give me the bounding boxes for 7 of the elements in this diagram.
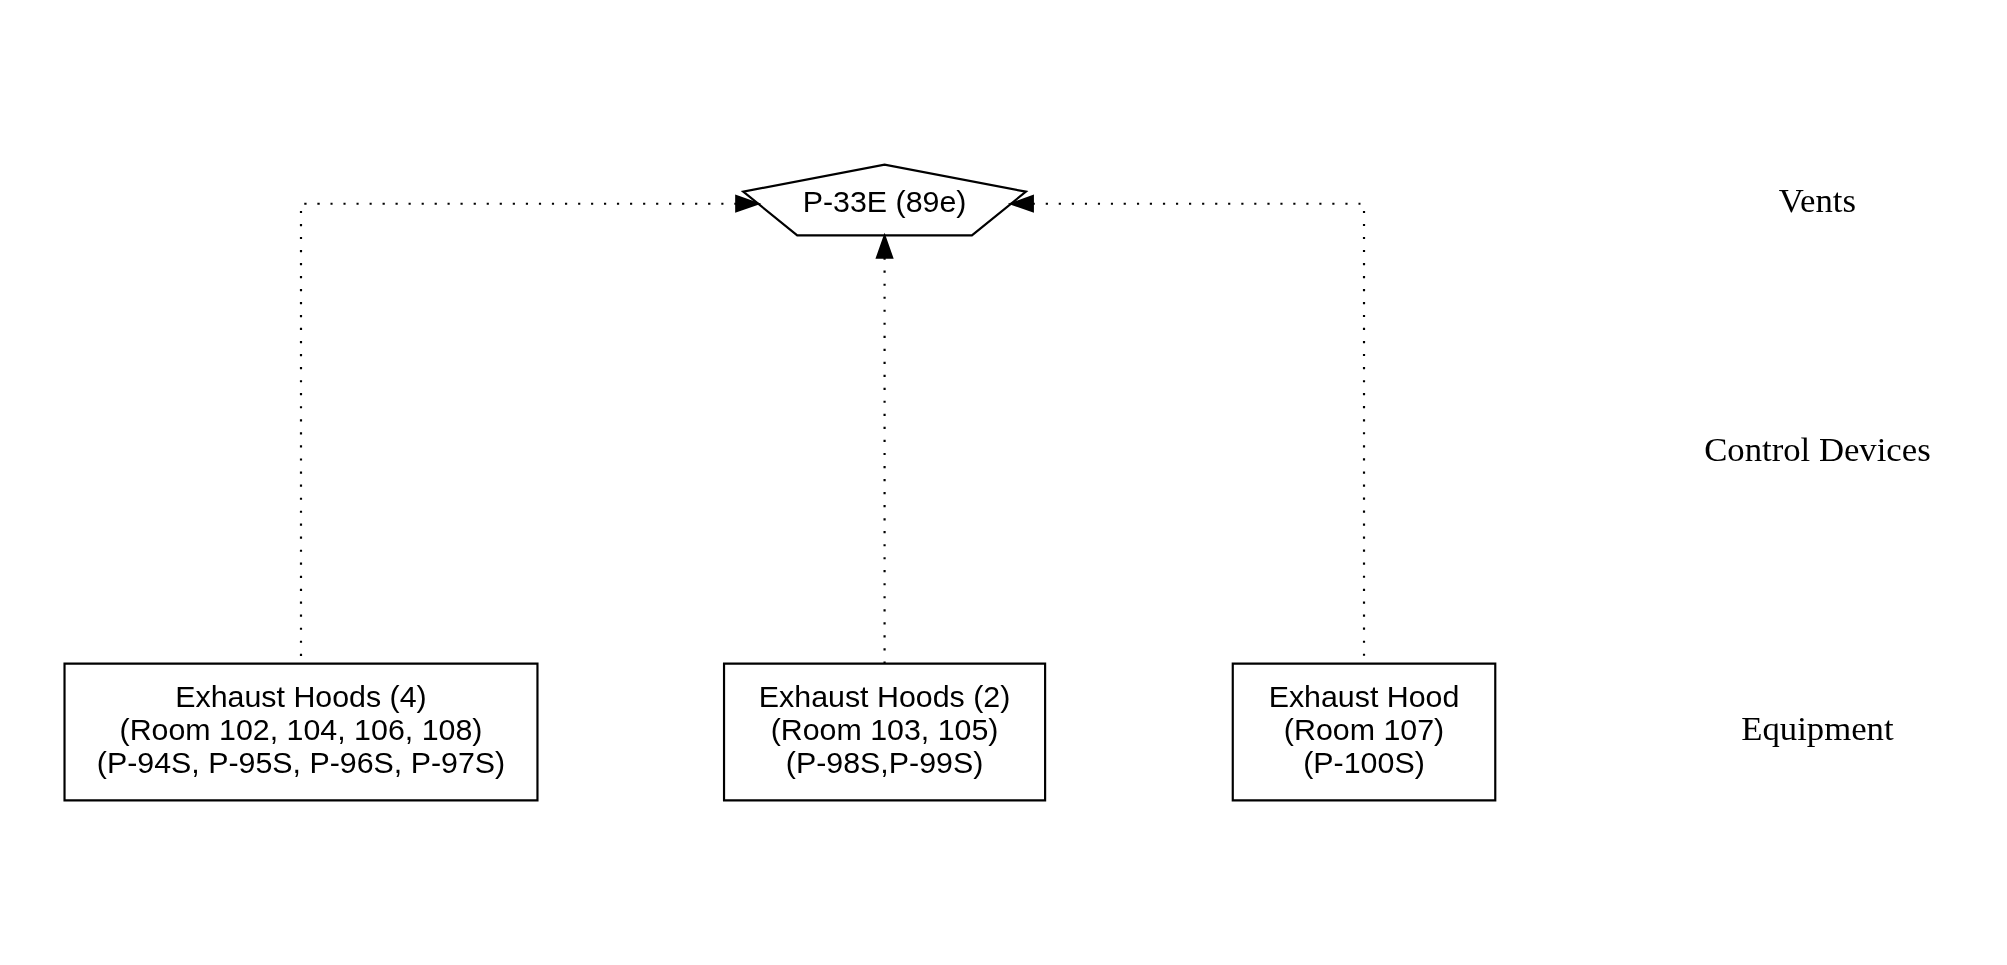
label: Vents	[1778, 180, 1856, 220]
node-box: Exhaust Hoods (4) (Room 102, 104, 106, 108) (P-94S, P-95S, P-96S, P-97S)	[63, 662, 539, 802]
node-box: Exhaust Hood (Room 107) (P-100S)	[1231, 662, 1497, 802]
node-box: Exhaust Hoods (2) (Room 103, 105) (P-98S,P-99S)	[722, 662, 1047, 802]
arrow	[875, 232, 894, 664]
label: Control Devices	[1704, 430, 1931, 470]
label: Equipment	[1741, 709, 1894, 749]
